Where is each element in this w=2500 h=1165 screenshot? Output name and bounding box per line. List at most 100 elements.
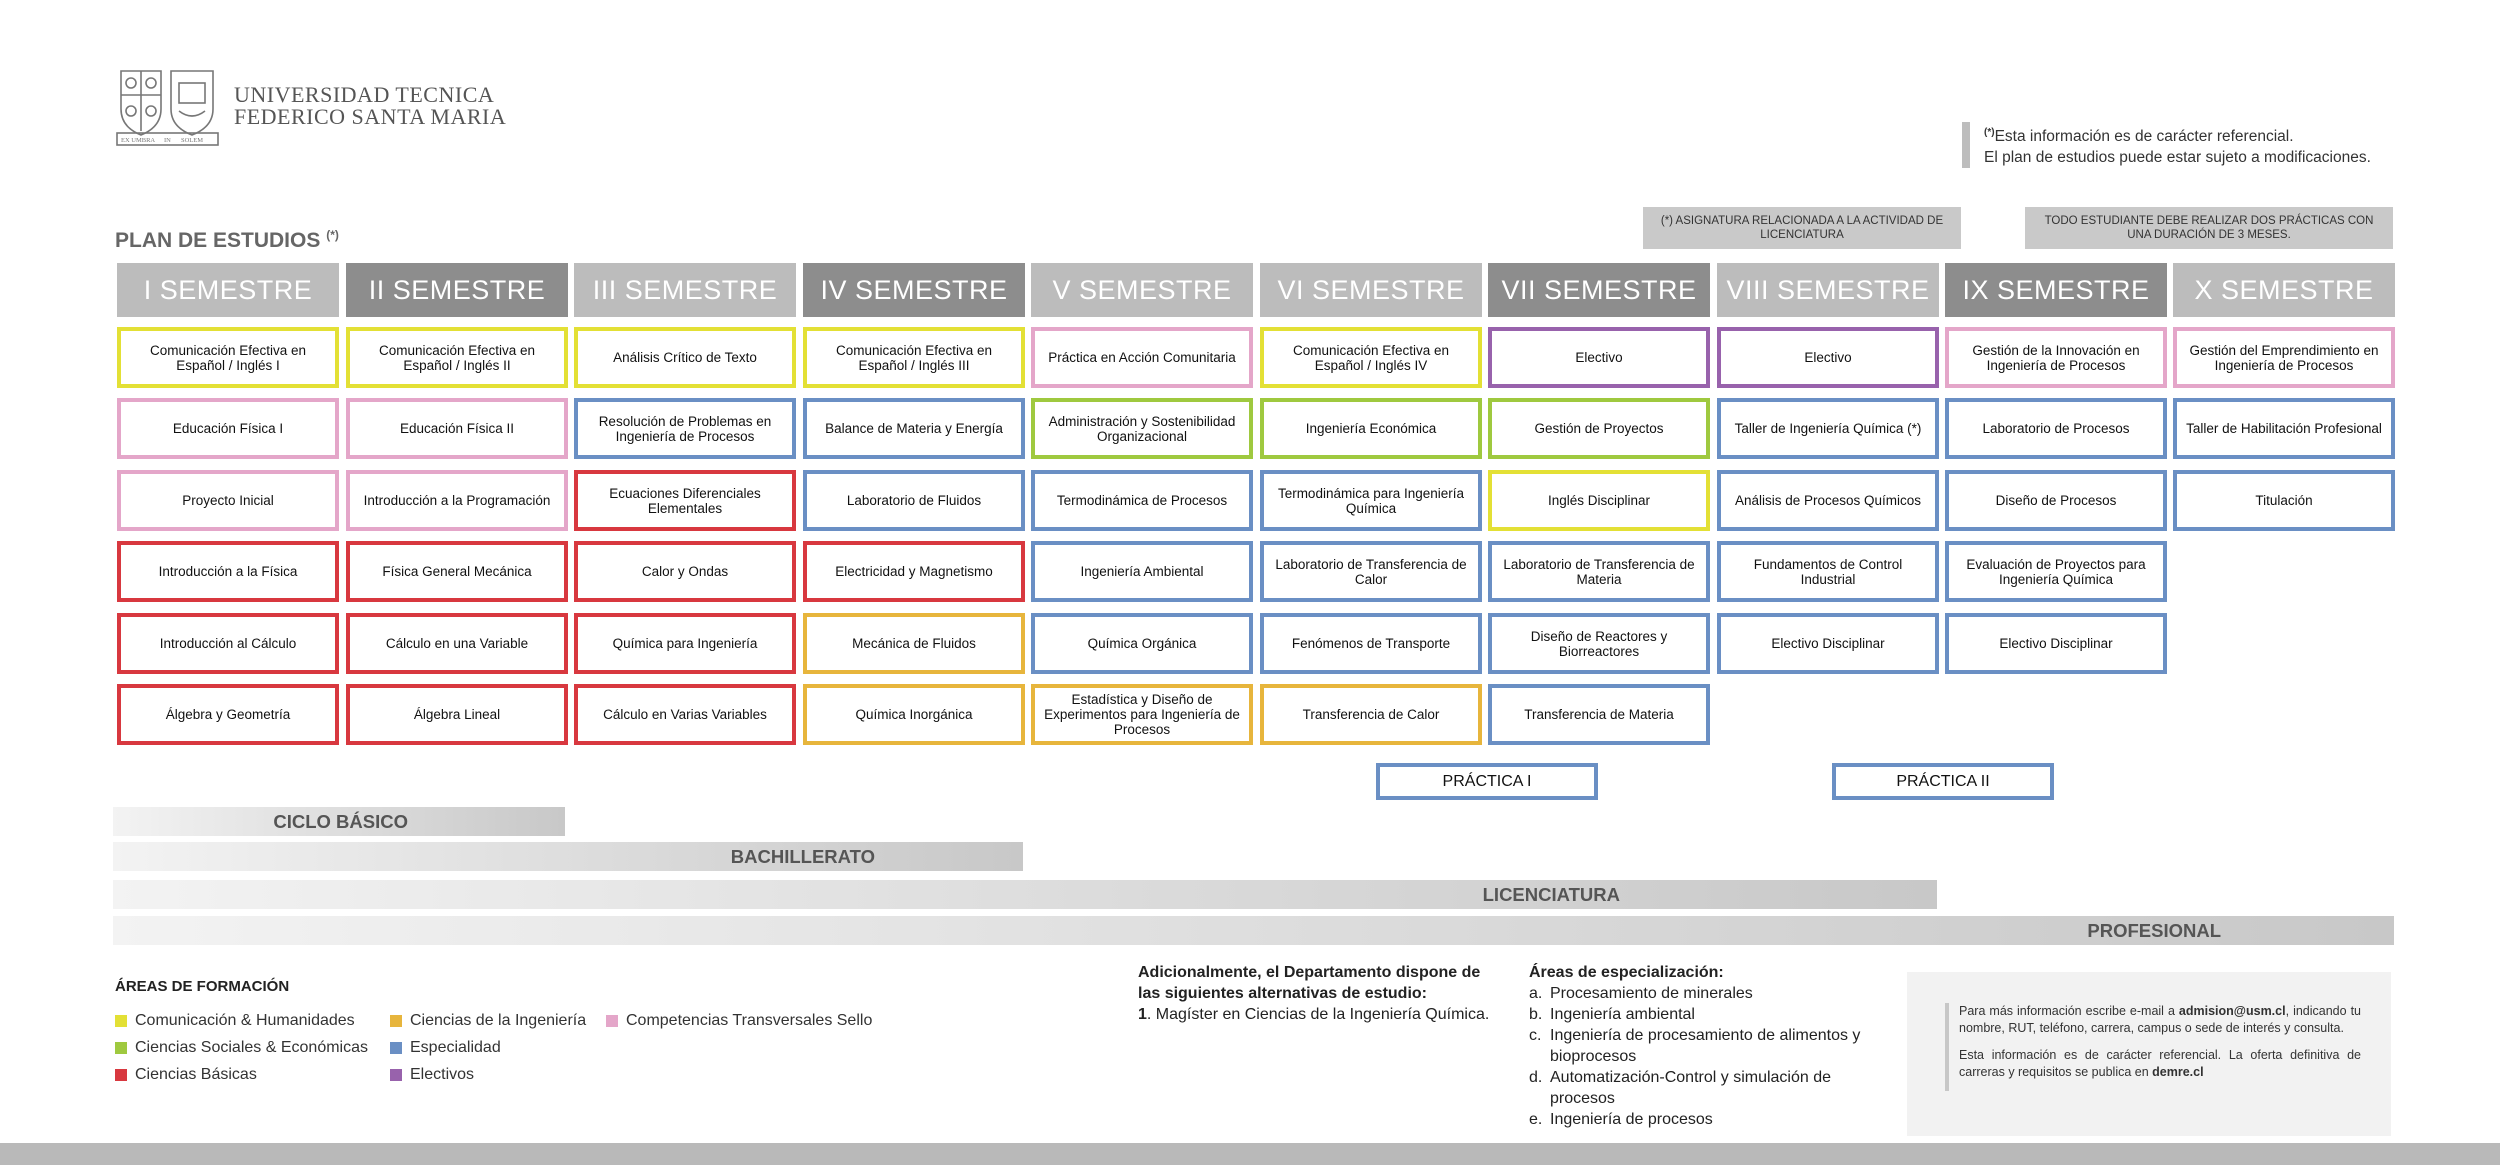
legend-label: Ciencias Básicas [135, 1066, 257, 1083]
licenciatura-note: (*) ASIGNATURA RELACIONADA A LA ACTIVIDA… [1643, 207, 1961, 249]
specialization-areas: Áreas de especialización: a. Procesamient… [1529, 962, 1884, 1130]
contact-p1-pre: Para más información escribe e-mail a [1959, 1004, 2179, 1018]
course-box: Comunicación Efectiva en Español / Inglé… [1260, 327, 1482, 388]
course-box: Calor y Ondas [574, 541, 796, 602]
course-box: Fundamentos de Control Industrial [1717, 541, 1939, 602]
course-box: Evaluación de Proyectos para Ingeniería … [1945, 541, 2167, 602]
specialization-letter: e. [1529, 1111, 1543, 1128]
course-box: Práctica en Acción Comunitaria [1031, 327, 1253, 388]
legend-item: Competencias Transversales Sello [606, 1012, 872, 1030]
course-box: Administración y Sostenibilidad Organiza… [1031, 398, 1253, 459]
university-name: UNIVERSIDAD TECNICA FEDERICO SANTA MARIA [234, 84, 506, 128]
legend-item: Ciencias Básicas [115, 1066, 257, 1084]
course-box: Inglés Disciplinar [1488, 470, 1710, 531]
legend-swatch [115, 1015, 127, 1027]
legend-swatch [115, 1069, 127, 1081]
semester-header: II SEMESTRE [346, 263, 568, 317]
legend-swatch [390, 1069, 402, 1081]
practicas-note: TODO ESTUDIANTE DEBE REALIZAR DOS PRÁCTI… [2025, 207, 2393, 249]
course-box: Álgebra y Geometría [117, 684, 339, 745]
course-box: Gestión de la Innovación en Ingeniería d… [1945, 327, 2167, 388]
university-name-line2: FEDERICO SANTA MARIA [234, 104, 507, 129]
contact-email-link[interactable]: admision@usm.cl [2178, 1004, 2286, 1018]
course-box: Educación Física II [346, 398, 568, 459]
specialization-item: e. Ingeniería de procesos [1529, 1109, 1884, 1130]
contact-text: Para más información escribe e-mail a ad… [1945, 1003, 2361, 1091]
course-box: Electivo [1488, 327, 1710, 388]
course-box: Estadística y Diseño de Experimentos par… [1031, 684, 1253, 745]
cycle-label-profesional: PROFESIONAL [2087, 919, 2221, 941]
course-box: Laboratorio de Transferencia de Calor [1260, 541, 1482, 602]
course-box: Análisis Crítico de Texto [574, 327, 796, 388]
legend-swatch [115, 1042, 127, 1054]
disclaimer: (*)Esta información es de carácter refer… [1962, 122, 2371, 169]
course-box: Balance de Materia y Energía [803, 398, 1025, 459]
course-box: Electricidad y Magnetismo [803, 541, 1025, 602]
cycle-bar-licenciatura: LICENCIATURA [113, 880, 1937, 909]
additional-item-number: 1 [1138, 1006, 1147, 1023]
legend-label: Especialidad [410, 1039, 501, 1056]
course-box: Química para Ingeniería [574, 613, 796, 674]
course-box: Electivo Disciplinar [1717, 613, 1939, 674]
course-box: Cálculo en una Variable [346, 613, 568, 674]
additional-programs: Adicionalmente, el Departamento dispone … [1138, 962, 1498, 1025]
course-box: Cálculo en Varias Variables [574, 684, 796, 745]
specialization-text: Ingeniería de procesamiento de alimentos… [1550, 1027, 1861, 1065]
course-box: Resolución de Problemas en Ingeniería de… [574, 398, 796, 459]
logo-motto-right: SOLEM [181, 137, 203, 144]
disclaimer-marker: (*) [1984, 127, 1995, 138]
additional-item: 1. Magíster en Ciencias de la Ingeniería… [1138, 1006, 1490, 1023]
semester-header: X SEMESTRE [2173, 263, 2395, 317]
additional-item-text: Magíster en Ciencias de la Ingeniería Qu… [1155, 1006, 1490, 1023]
cycle-label-licenciatura: LICENCIATURA [1482, 883, 1620, 905]
plan-title-text: PLAN DE ESTUDIOS [115, 229, 321, 252]
course-box: Álgebra Lineal [346, 684, 568, 745]
specialization-letter: a. [1529, 985, 1543, 1002]
course-box: Laboratorio de Fluidos [803, 470, 1025, 531]
course-box: Educación Física I [117, 398, 339, 459]
specialization-list: a. Procesamiento de minerales b. Ingenierí… [1529, 983, 1884, 1130]
specialization-item: c.Ingeniería de procesamiento de aliment… [1529, 1025, 1884, 1067]
course-box: Diseño de Reactores y Biorreactores [1488, 613, 1710, 674]
course-box: Mecánica de Fluidos [803, 613, 1025, 674]
specialization-text: Ingeniería de procesos [1550, 1111, 1713, 1128]
legend-label: Comunicación & Humanidades [135, 1012, 355, 1029]
course-box: Electivo [1717, 327, 1939, 388]
specialization-item: d.Automatización-Control y simulación de… [1529, 1067, 1884, 1109]
disclaimer-line2: El plan de estudios puede estar sujeto a… [1984, 149, 2371, 167]
plan-title: PLAN DE ESTUDIOS (*) [115, 228, 339, 253]
specialization-item: a. Procesamiento de minerales [1529, 983, 1884, 1004]
legend-label: Ciencias de la Ingeniería [410, 1012, 587, 1029]
specialization-text: Ingeniería ambiental [1550, 1006, 1695, 1023]
course-box: Laboratorio de Procesos [1945, 398, 2167, 459]
course-box: Química Orgánica [1031, 613, 1253, 674]
cycle-label-basico: CICLO BÁSICO [273, 810, 408, 832]
course-box: Proyecto Inicial [117, 470, 339, 531]
legend-title: ÁREAS DE FORMACIÓN [115, 978, 290, 995]
course-box: Análisis de Procesos Químicos [1717, 470, 1939, 531]
specialization-letter: d. [1529, 1069, 1543, 1086]
practica-2: PRÁCTICA II [1832, 763, 2054, 800]
course-box: Ingeniería Económica [1260, 398, 1482, 459]
course-box: Física General Mecánica [346, 541, 568, 602]
specialization-heading: Áreas de especialización: [1529, 964, 1724, 981]
course-box: Termodinámica para Ingeniería Química [1260, 470, 1482, 531]
course-box: Comunicación Efectiva en Español / Inglé… [117, 327, 339, 388]
course-box: Comunicación Efectiva en Español / Inglé… [803, 327, 1025, 388]
course-box: Gestión de Proyectos [1488, 398, 1710, 459]
cycle-bar-bachillerato: BACHILLERATO [113, 842, 1023, 871]
specialization-letter: b. [1529, 1006, 1543, 1023]
plan-title-marker: (*) [326, 228, 339, 242]
demre-link[interactable]: demre.cl [2152, 1065, 2204, 1079]
cycle-bar-profesional: PROFESIONAL [113, 916, 2394, 945]
specialization-text: Procesamiento de minerales [1550, 985, 1753, 1002]
semester-header: V SEMESTRE [1031, 263, 1253, 317]
semester-header: VI SEMESTRE [1260, 263, 1482, 317]
specialization-item: b. Ingeniería ambiental [1529, 1004, 1884, 1025]
cycle-bar-basico: CICLO BÁSICO [113, 807, 565, 836]
legend-swatch [390, 1015, 402, 1027]
legend-label: Ciencias Sociales & Económicas [135, 1039, 368, 1056]
semester-header: III SEMESTRE [574, 263, 796, 317]
course-box: Termodinámica de Procesos [1031, 470, 1253, 531]
practica-1: PRÁCTICA I [1376, 763, 1598, 800]
